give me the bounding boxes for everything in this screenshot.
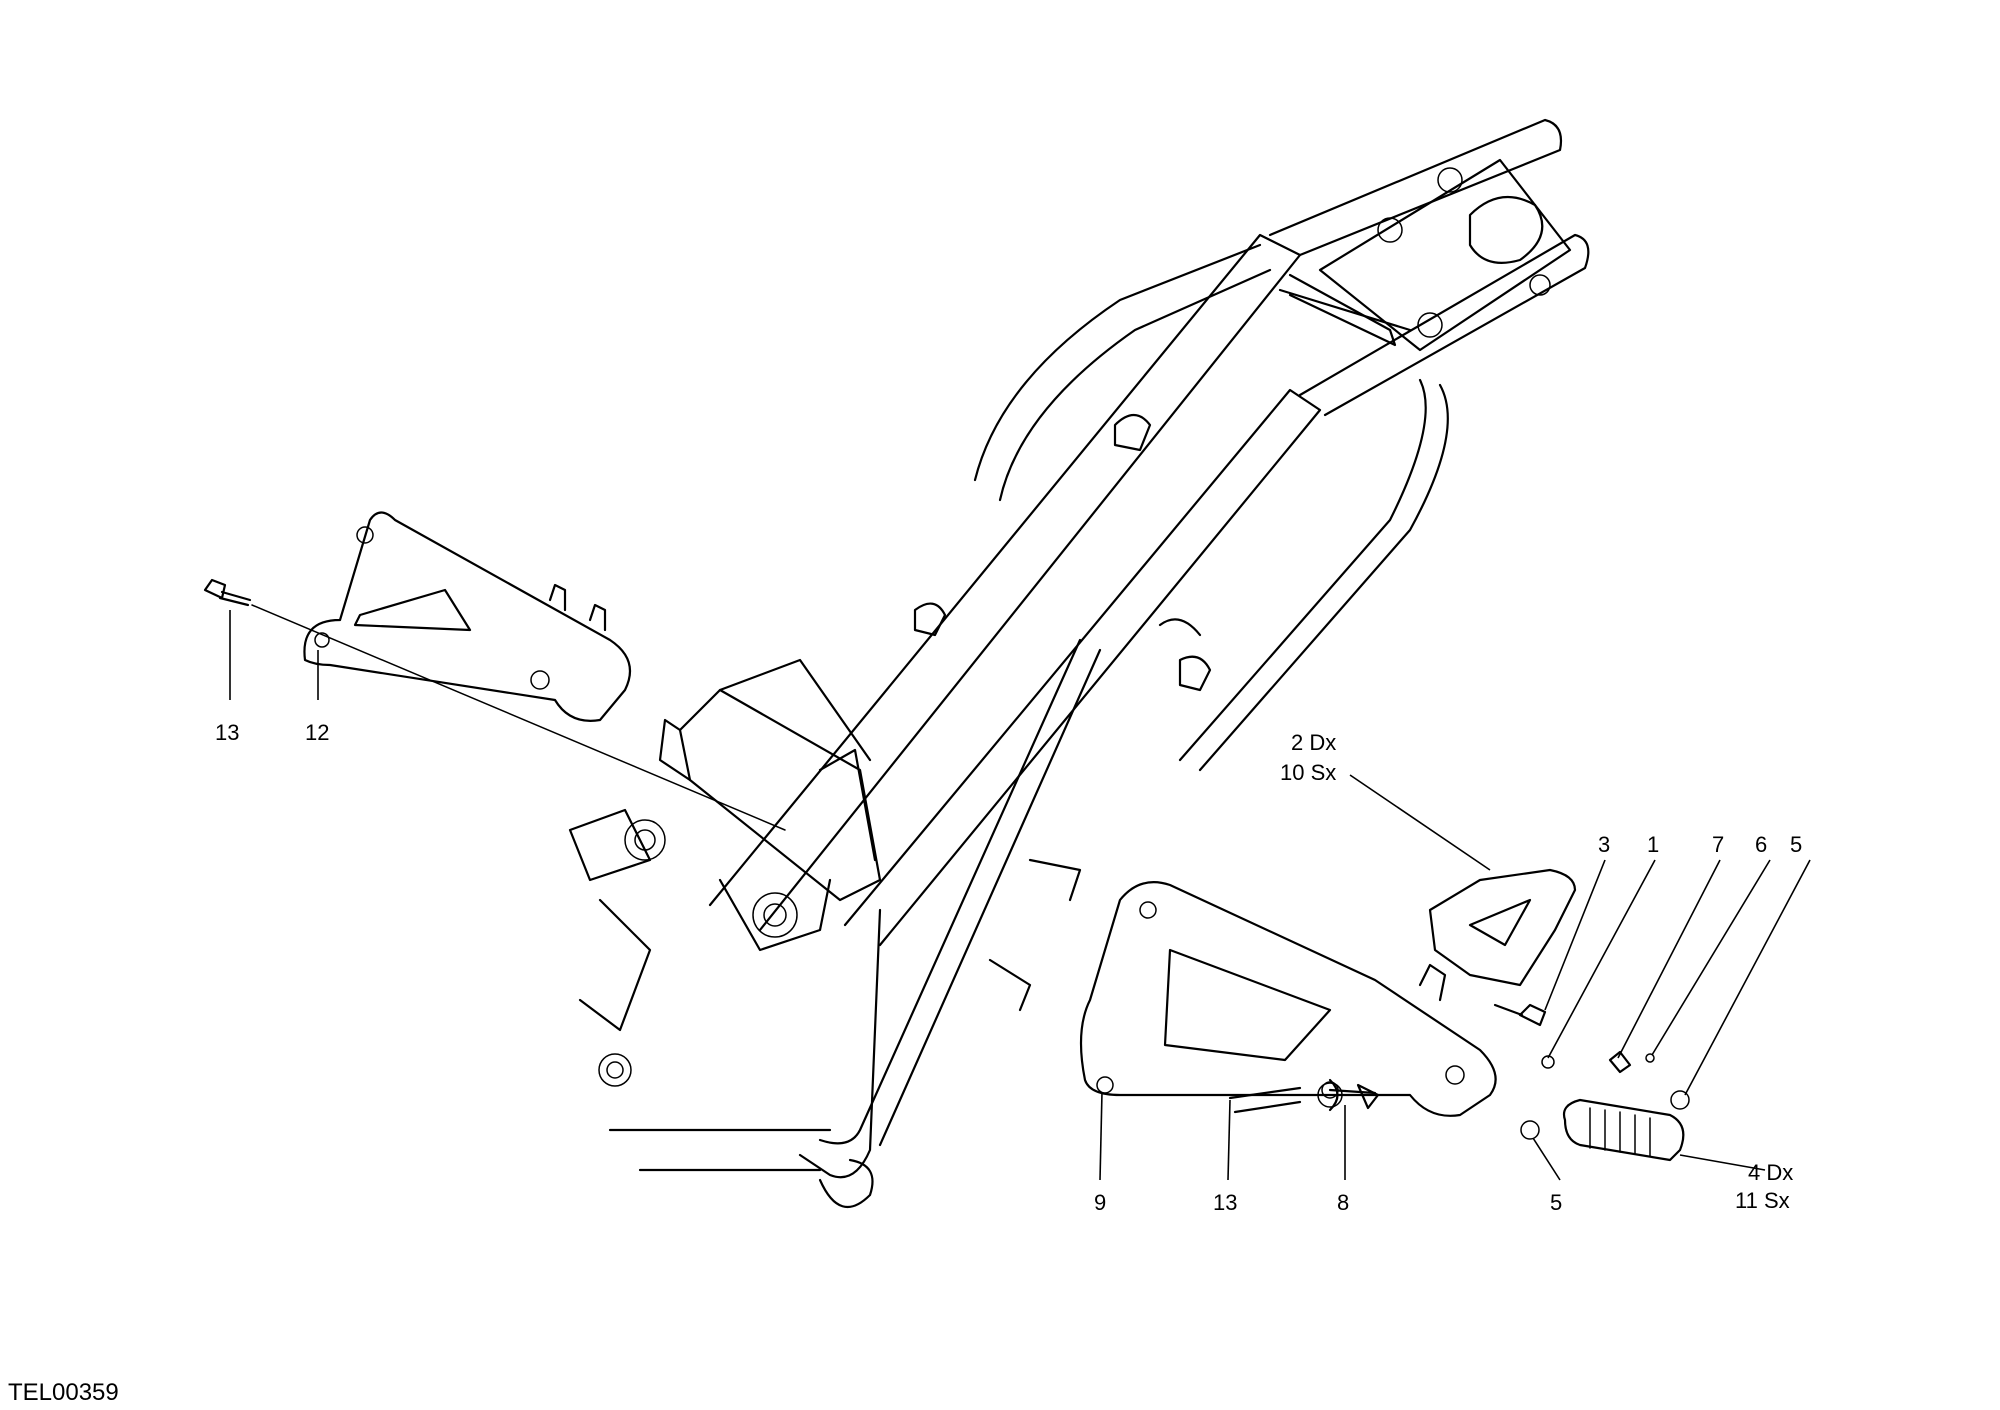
callout-13-left: 13 bbox=[215, 720, 239, 745]
callout-6: 6 bbox=[1755, 832, 1767, 857]
callout-11-sx: 11 Sx bbox=[1735, 1188, 1790, 1213]
callout-5-top: 5 bbox=[1790, 832, 1802, 857]
right-footpeg-hanger bbox=[1079, 881, 1497, 1117]
motorcycle-frame bbox=[568, 118, 1590, 1208]
left-assembly-line bbox=[251, 604, 786, 831]
heel-guard-plate bbox=[1428, 868, 1577, 987]
callout-10-sx: 10 Sx bbox=[1280, 760, 1336, 785]
callout-7: 7 bbox=[1712, 832, 1724, 857]
callout-2-dx: 2 Dx bbox=[1291, 730, 1336, 755]
callout-9: 9 bbox=[1094, 1190, 1106, 1215]
right-fasteners bbox=[1228, 1003, 1690, 1140]
leader-lines bbox=[229, 610, 1811, 1181]
callout-1: 1 bbox=[1647, 832, 1659, 857]
callout-3: 3 bbox=[1598, 832, 1610, 857]
callout-5-bottom: 5 bbox=[1550, 1190, 1562, 1215]
callout-8: 8 bbox=[1337, 1190, 1349, 1215]
left-footpeg-hanger bbox=[303, 511, 632, 722]
footpeg-rubber bbox=[1562, 1098, 1685, 1162]
left-mounting-bolt bbox=[203, 578, 252, 607]
callout-12: 12 bbox=[305, 720, 329, 745]
callout-4-dx: 4 Dx bbox=[1748, 1160, 1793, 1185]
callout-13-bottom: 13 bbox=[1213, 1190, 1237, 1215]
drawing-code: TEL00359 bbox=[8, 1379, 119, 1406]
pivot-pin bbox=[1321, 1081, 1377, 1099]
